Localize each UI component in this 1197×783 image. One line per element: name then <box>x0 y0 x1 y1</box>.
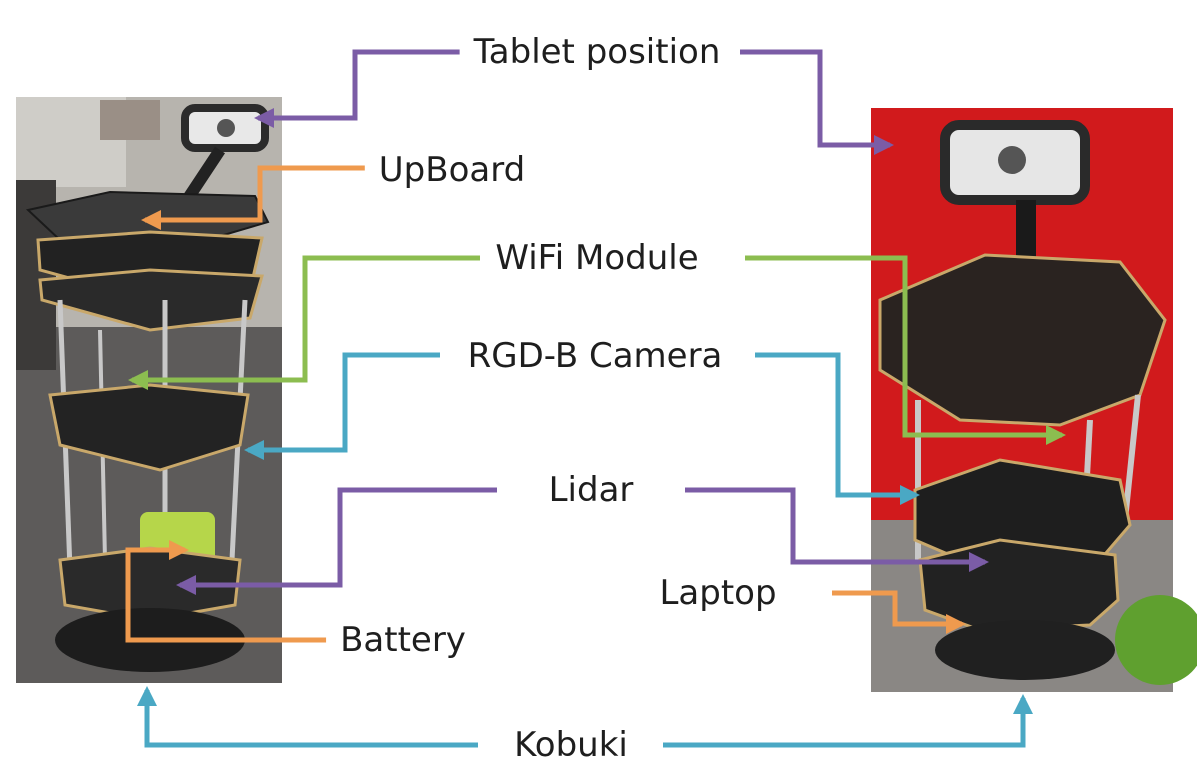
wifi-connector-right <box>745 255 1066 445</box>
label-rgbd-camera: RGD-B Camera <box>453 336 737 376</box>
left-robot-photo <box>16 97 282 683</box>
camera-connector-left <box>244 352 440 460</box>
connector-lines <box>125 49 1066 748</box>
upboard-connector <box>141 165 365 230</box>
lidar-connector-left <box>176 487 497 595</box>
label-lidar: Lidar <box>534 470 648 510</box>
camera-connector-right <box>755 352 920 505</box>
laptop-connector <box>832 590 966 634</box>
tablet-connector-right <box>740 49 894 155</box>
label-upboard: UpBoard <box>364 150 540 190</box>
lidar-connector-right <box>685 487 989 572</box>
label-tablet-position: Tablet position <box>459 32 735 72</box>
label-kobuki: Kobuki <box>500 725 642 765</box>
battery-connector <box>125 540 330 643</box>
kobuki-connector-right <box>663 694 1033 748</box>
wifi-connector-left <box>128 255 480 390</box>
kobuki-connector-left <box>137 686 478 748</box>
label-battery: Battery <box>326 620 480 660</box>
right-robot-photo <box>871 108 1197 692</box>
label-wifi-module: WiFi Module <box>481 238 713 278</box>
tablet-connector-left <box>254 49 470 128</box>
label-laptop: Laptop <box>645 573 791 613</box>
